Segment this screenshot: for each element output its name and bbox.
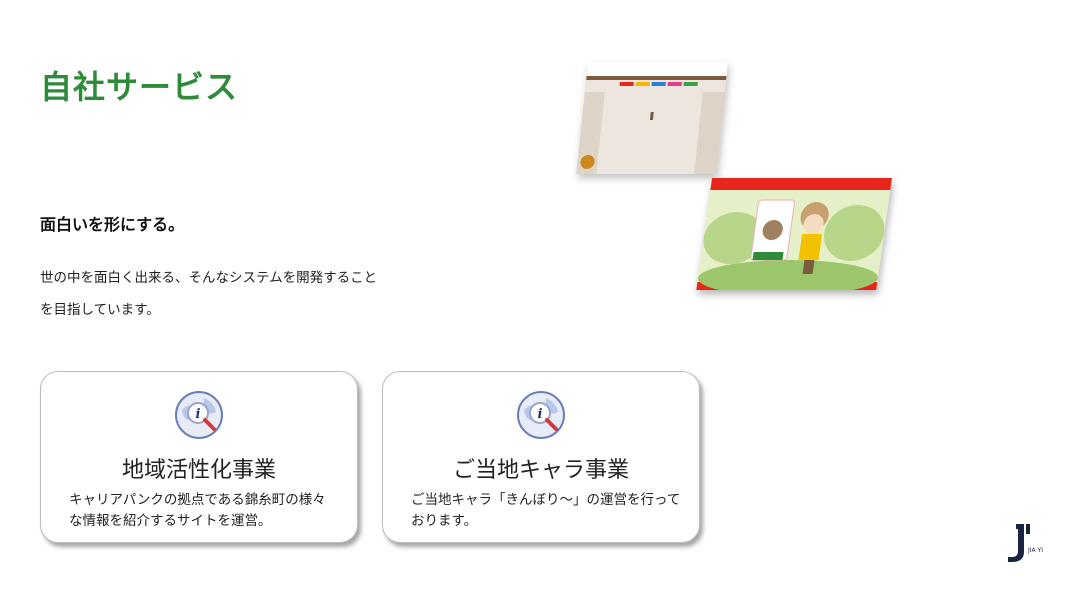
local-site-preview: [576, 62, 728, 174]
local-site-screenshot: [576, 62, 728, 174]
svg-text:i: i: [196, 407, 201, 422]
page-title: 自社サービス: [40, 68, 239, 106]
card-description: キャリアパンクの拠点である錦糸町の様々な情報を紹介するサイトを運営。: [69, 492, 326, 529]
info-globe-icon: i: [175, 391, 223, 439]
section-subtitle: 面白いを形にする。: [40, 215, 185, 234]
character-site-preview: [696, 178, 892, 290]
card-description: ご当地キャラ「きんぼり〜」の運営を行っております。: [411, 492, 681, 529]
info-globe-icon: i: [517, 391, 565, 439]
svg-text:i: i: [538, 407, 543, 422]
service-card-local-character[interactable]: i ご当地キャラ事業 ご当地キャラ「きんぼり〜」の運営を行っております。: [382, 371, 700, 543]
card-title: 地域活性化事業: [121, 458, 276, 483]
character-site-screenshot: [696, 178, 892, 290]
card-title: ご当地キャラ事業: [452, 458, 629, 483]
company-logo: JIA YI: [1008, 524, 1043, 562]
service-card-local-revitalization[interactable]: i 地域活性化事業 キャリアパンクの拠点である錦糸町の様々な情報を紹介するサイト…: [40, 371, 358, 543]
logo-text: JIA YI: [1027, 547, 1043, 554]
section-description: 世の中を面白く出来る、そんなシステムを開発することを目指しています。: [40, 270, 378, 318]
